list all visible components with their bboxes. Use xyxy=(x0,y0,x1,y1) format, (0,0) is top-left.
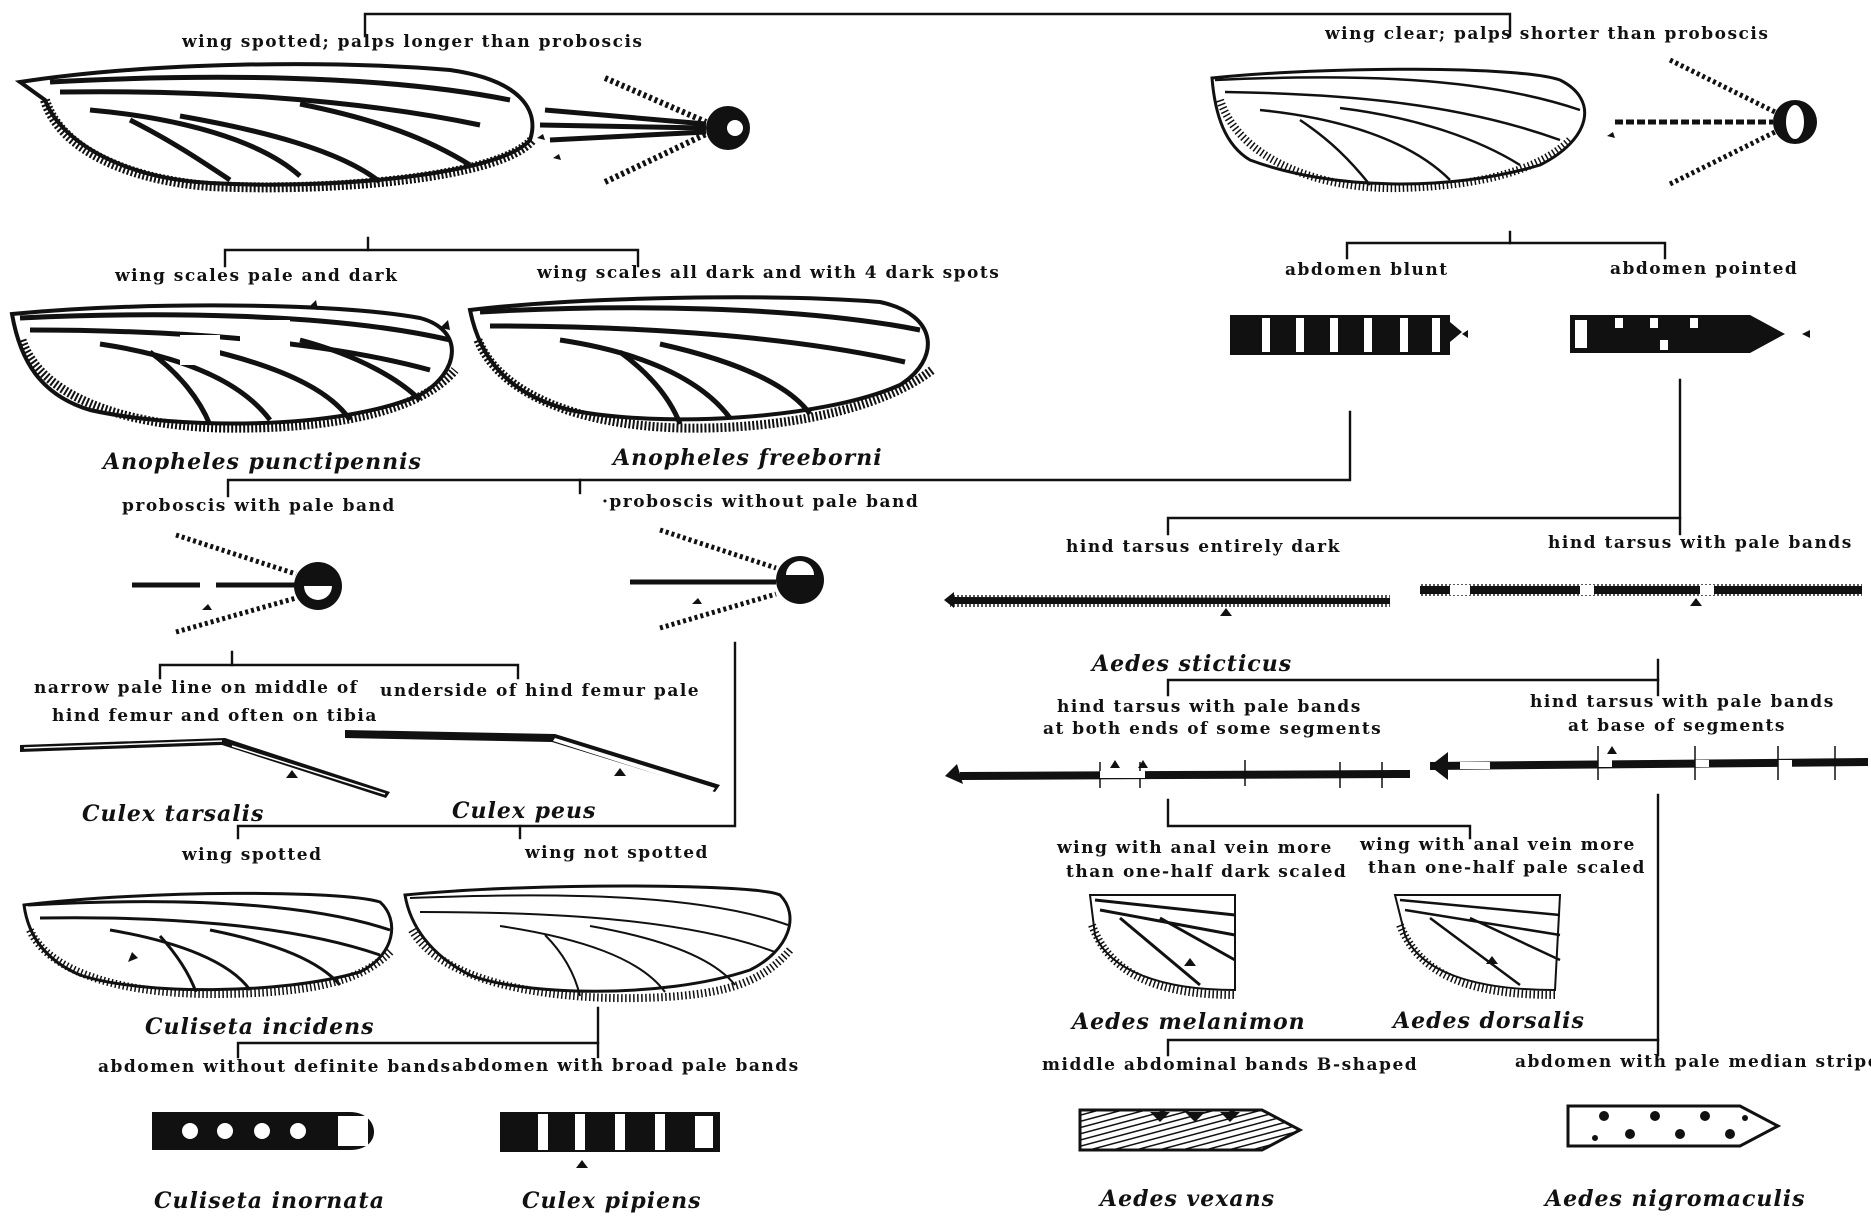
abdomen-blunt-illustration xyxy=(1230,315,1468,355)
abdomen-aedes-nigromaculis-illustration xyxy=(1568,1106,1778,1146)
abdomen-aedes-vexans-illustration xyxy=(1080,1110,1300,1150)
head-palps-short-illustration xyxy=(1607,60,1817,184)
tarsus-base-segments-illustration xyxy=(1430,746,1868,780)
abdomen-culex-pipiens-illustration xyxy=(500,1112,720,1168)
head-proboscis-no-pale-illustration xyxy=(630,530,824,628)
wing-freeborni-illustration xyxy=(470,297,932,428)
head-proboscis-pale-band-illustration xyxy=(132,535,342,632)
abdomen-pointed-illustration xyxy=(1570,315,1810,353)
tarsus-both-ends-illustration xyxy=(945,760,1410,788)
head-palps-long-illustration xyxy=(537,78,750,182)
leg-culex-peus-illustration xyxy=(345,730,720,792)
tarsus-entirely-dark-illustration xyxy=(944,592,1390,616)
wing-aedes-dorsalis-illustration xyxy=(1395,895,1560,995)
wing-punctipennis-illustration xyxy=(12,300,455,428)
leg-culex-tarsalis-illustration xyxy=(20,738,390,798)
wing-clear-illustration xyxy=(1212,69,1585,188)
wing-culiseta-spotted-illustration xyxy=(24,893,392,994)
wing-aedes-melanimon-illustration xyxy=(1090,895,1235,995)
wing-spotted-large-illustration xyxy=(20,64,532,187)
tarsus-pale-bands-illustration xyxy=(1420,584,1862,606)
wing-culex-not-spotted-illustration xyxy=(405,886,790,998)
abdomen-culiseta-inornata-illustration xyxy=(152,1112,374,1150)
